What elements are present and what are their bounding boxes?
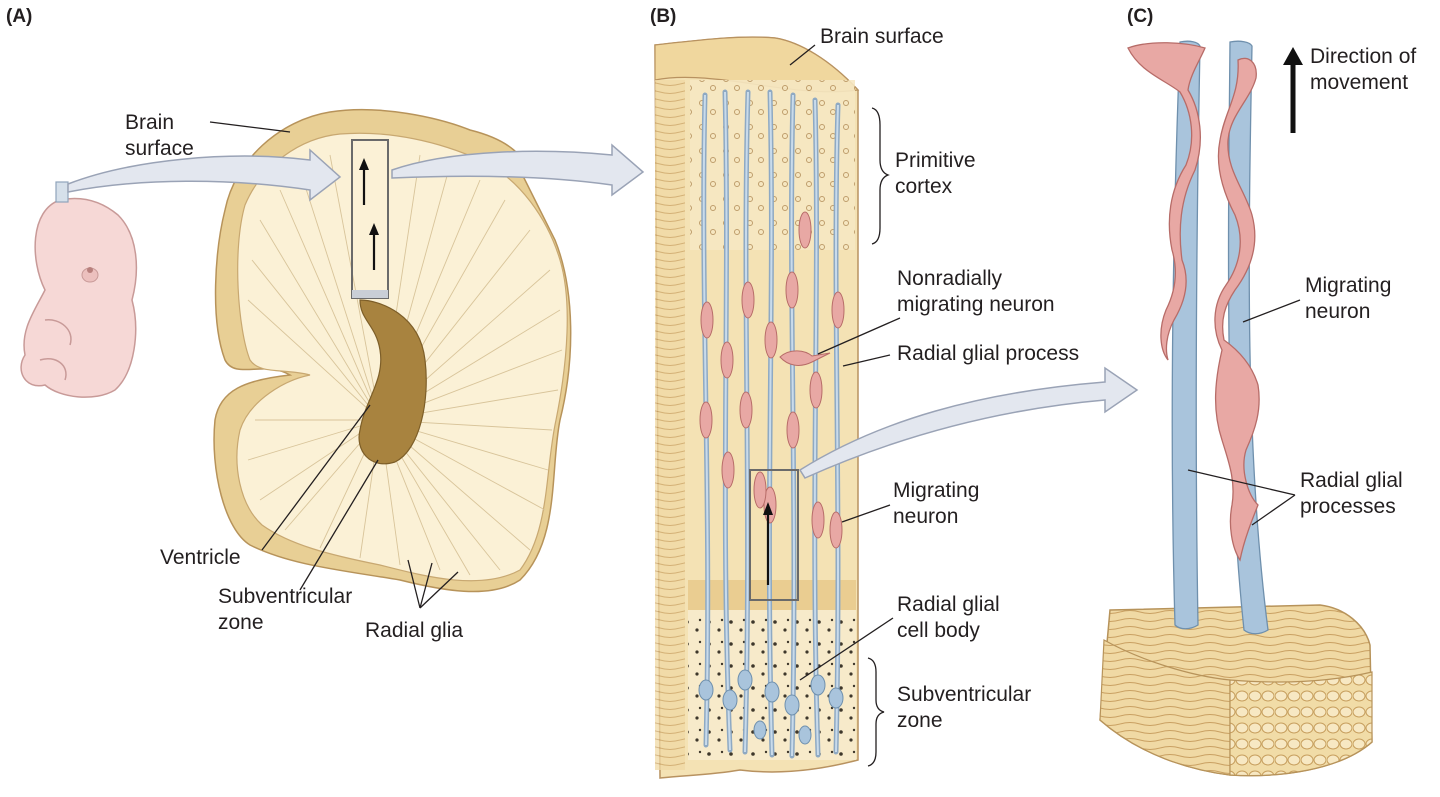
label-primitive-cortex: Primitive cortex bbox=[895, 149, 976, 198]
leader-radial-glial-processes-1 bbox=[1187, 469, 1296, 496]
label-migrating-neuron-b: Migrating neuron bbox=[893, 479, 980, 528]
panel-b-enlarged-region-box bbox=[749, 469, 799, 601]
panel-a-letter: (A) bbox=[6, 6, 33, 27]
label-direction-of-movement: Direction of movement bbox=[1310, 45, 1417, 94]
leader-subventricular-a bbox=[299, 459, 379, 591]
label-ventricle: Ventricle bbox=[160, 546, 241, 569]
brace-primitive-cortex bbox=[871, 107, 890, 245]
leader-brain-surface-a bbox=[209, 121, 291, 133]
leader-migrating-neuron-b bbox=[841, 504, 891, 523]
leader-migrating-neuron-c bbox=[1242, 299, 1301, 323]
zoom-arrow-panel-b-to-c bbox=[798, 366, 1139, 479]
zoom-arrow-slab-to-panel-b bbox=[391, 143, 645, 197]
direction-arrow-icon bbox=[1283, 47, 1303, 65]
embryo-illustration bbox=[20, 181, 138, 398]
brain-slab bbox=[213, 108, 572, 593]
leader-radial-glial-cell-body bbox=[799, 617, 894, 681]
nonradial-neuron-shape bbox=[779, 350, 831, 366]
leader-nonradial-neuron bbox=[817, 317, 901, 355]
migrating-neuron-2-shape bbox=[1214, 57, 1260, 562]
label-brain-surface-b: Brain surface bbox=[820, 25, 944, 48]
label-migrating-neuron-c: Migrating neuron bbox=[1305, 274, 1392, 323]
label-subventricular-zone-b: Subventricular zone bbox=[897, 683, 1032, 732]
panel-a-drawing bbox=[20, 108, 645, 609]
label-brain-surface-a: Brain surface bbox=[125, 111, 194, 160]
label-nonradially-migrating-neuron: Nonradially migrating neuron bbox=[897, 267, 1055, 316]
leader-radial-glial-process bbox=[842, 354, 891, 367]
leader-radial-glia-1 bbox=[407, 559, 421, 609]
leader-radial-glia-3 bbox=[419, 571, 459, 609]
label-radial-glial-processes: Radial glial processes bbox=[1300, 469, 1403, 518]
panel-c-letter: (C) bbox=[1127, 6, 1154, 27]
leader-ventricle bbox=[261, 404, 371, 551]
label-radial-glia: Radial glia bbox=[365, 619, 464, 642]
panel-c-drawing bbox=[1099, 40, 1373, 777]
zoom-arrow-embryo-to-slab bbox=[67, 148, 342, 202]
leader-radial-glial-processes-2 bbox=[1251, 494, 1296, 526]
label-subventricular-zone-a: Subventricular zone bbox=[218, 585, 353, 634]
panel-b-drawing bbox=[654, 36, 1139, 779]
leader-radial-glia-2 bbox=[419, 562, 433, 609]
brace-subventricular-zone bbox=[867, 657, 885, 767]
label-radial-glial-cell-body: Radial glial cell body bbox=[897, 593, 1000, 642]
panel-b-letter: (B) bbox=[650, 6, 677, 27]
migrating-neuron-1-shape bbox=[1127, 42, 1206, 361]
label-radial-glial-process: Radial glial process bbox=[897, 342, 1080, 365]
leader-brain-surface-b bbox=[789, 44, 816, 66]
